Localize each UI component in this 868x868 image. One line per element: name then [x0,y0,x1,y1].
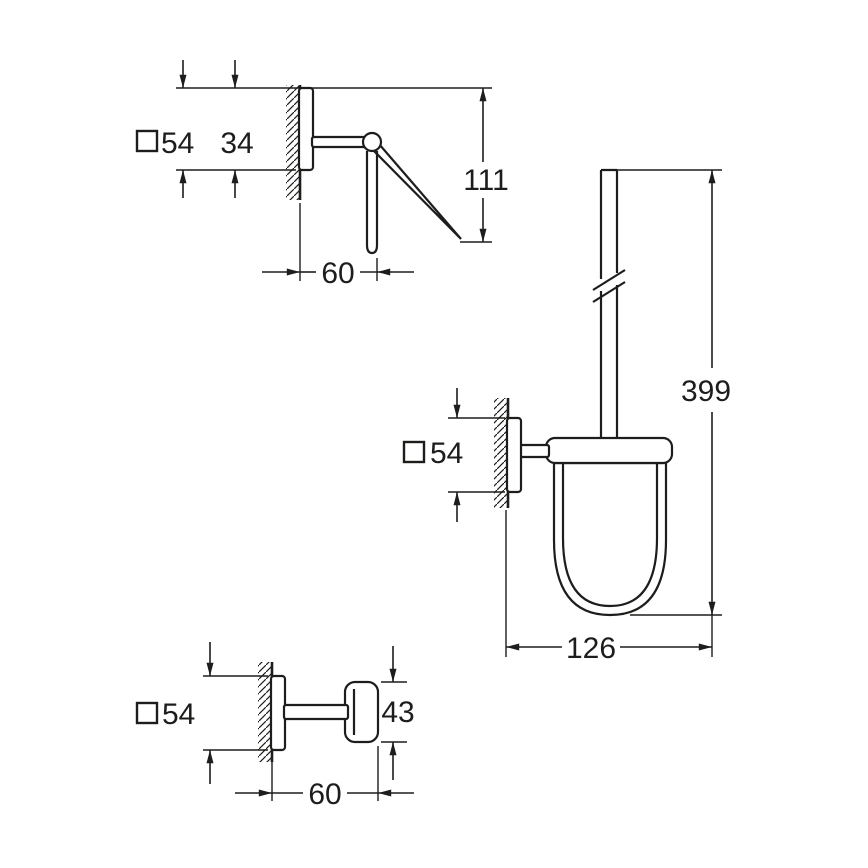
dim-label-offset: 34 [220,127,253,160]
holder-arm [517,443,551,459]
paper-flap [371,142,462,240]
robe-hook-view: 54 43 60 [135,642,415,811]
dim-label-depth: 60 [308,778,341,811]
dim-label-plate: 54 [161,127,194,160]
square-profile-symbol [135,701,159,725]
paper-holder-view: 54 34 111 60 [135,60,509,290]
holder-arm [310,135,368,149]
dim-label-plate: 54 [430,437,463,470]
square-profile-symbol [135,129,159,153]
dim-label-height: 111 [463,164,509,197]
dim-label-height: 399 [681,375,731,408]
brush-set-view: 54 399 126 [402,168,731,665]
hook-body [343,680,380,744]
glass-cup-inner [561,463,659,608]
wall-hatching [494,398,508,508]
glass-cup-outer [552,461,668,617]
front-bar [365,151,379,255]
wall-hatching [286,85,300,200]
hook-arm [282,703,350,721]
mounting-plate [297,86,315,172]
dim-label-plate: 54 [162,698,195,731]
break-symbol [592,269,626,303]
wall-hatching [258,662,272,762]
square-profile-symbol [402,440,426,464]
dim-label-width: 126 [566,632,616,665]
holder-rim [544,436,674,465]
dim-label-hook-height: 43 [381,696,414,729]
mounting-plate [505,416,523,494]
pivot-roller [361,131,383,153]
brush-handle [599,168,619,445]
dim-label-depth: 60 [321,257,354,290]
